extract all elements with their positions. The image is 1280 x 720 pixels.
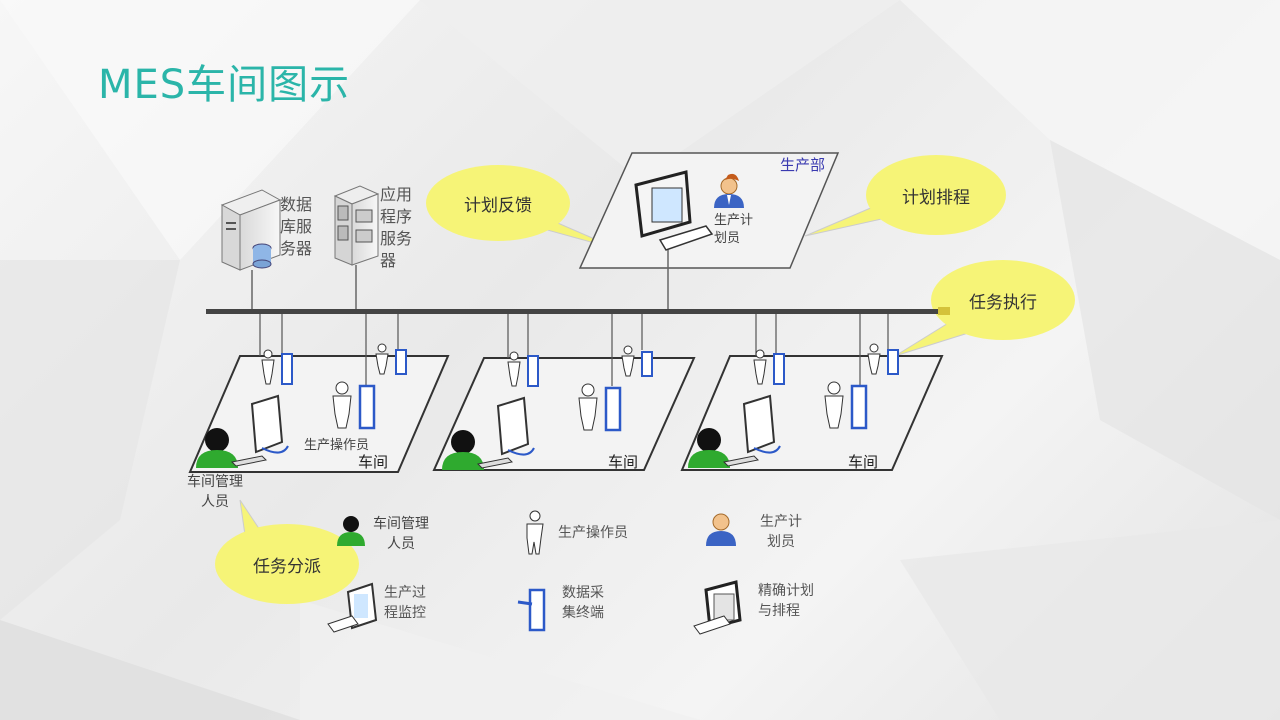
bubble-task-execute bbox=[931, 260, 1075, 340]
monitor-icon bbox=[496, 396, 535, 456]
workshop-2-label: 车间 bbox=[608, 453, 639, 471]
planner-person-icon bbox=[714, 173, 744, 208]
terminal-icon bbox=[887, 349, 899, 375]
terminal-icon bbox=[281, 353, 293, 385]
workshop-2-panel bbox=[432, 357, 696, 471]
db-server-label: 数据库服务器 bbox=[280, 195, 313, 258]
monitor-icon bbox=[742, 394, 781, 454]
network-bus-line bbox=[206, 309, 946, 314]
application-server-icon bbox=[333, 185, 380, 266]
legend-operator-label: 生产操作员 bbox=[558, 525, 628, 541]
operator-icon bbox=[621, 345, 635, 377]
crt-computer-icon bbox=[634, 170, 714, 251]
database-server-icon bbox=[220, 189, 282, 271]
manager-icon bbox=[688, 428, 760, 468]
bubble-plan-schedule bbox=[866, 155, 1006, 235]
operator-icon bbox=[824, 381, 844, 429]
terminal-icon bbox=[773, 353, 785, 385]
operator-icon bbox=[507, 351, 521, 387]
production-dept-label: 生产部 bbox=[780, 156, 826, 174]
task-execute-text: 任务执行 bbox=[969, 292, 1037, 313]
workshop-1-devices bbox=[196, 343, 407, 468]
page-title: MES车间图示 bbox=[98, 62, 351, 108]
bubble-task-dispatch bbox=[215, 524, 359, 604]
operator-label: 生产操作员 bbox=[304, 438, 370, 453]
operator-icon bbox=[375, 343, 389, 375]
legend-monitor-label: 生产过程监控 bbox=[384, 585, 426, 621]
legend-terminal-icon bbox=[517, 588, 546, 632]
legend-monitor-icon bbox=[327, 582, 378, 633]
terminal-icon bbox=[527, 355, 539, 387]
app-server-label: 应用程序服务器 bbox=[380, 185, 413, 270]
manager-icon bbox=[442, 430, 514, 470]
terminal-icon bbox=[604, 386, 622, 432]
workshop-3-devices bbox=[688, 343, 899, 468]
legend-planner-icon bbox=[706, 513, 736, 546]
legend-terminal-label: 数据采集终端 bbox=[562, 585, 604, 621]
plan-feedback-text: 计划反馈 bbox=[464, 195, 532, 216]
monitor-icon bbox=[250, 394, 289, 454]
terminal-icon bbox=[395, 349, 407, 375]
legend-manager-icon bbox=[337, 516, 365, 546]
terminal-icon bbox=[641, 351, 653, 377]
operator-icon bbox=[753, 349, 767, 385]
workshop-2-devices bbox=[442, 345, 653, 470]
manager-label: 车间管理人员 bbox=[187, 474, 243, 510]
legend-operator-icon bbox=[526, 510, 544, 555]
plan-schedule-text: 计划排程 bbox=[902, 187, 970, 208]
task-dispatch-text: 任务分派 bbox=[253, 556, 321, 577]
workshop-1-label: 车间 bbox=[358, 453, 389, 471]
terminal-icon bbox=[358, 384, 376, 430]
planner-label: 生产计划员 bbox=[714, 213, 754, 246]
operator-icon bbox=[332, 381, 352, 429]
legend-crt-icon bbox=[693, 580, 742, 635]
legend-crt-label: 精确计划与排程 bbox=[758, 583, 814, 619]
bubble-plan-feedback bbox=[426, 165, 570, 241]
operator-icon bbox=[578, 383, 598, 431]
terminal-icon bbox=[850, 384, 868, 430]
workshop-3-label: 车间 bbox=[848, 453, 879, 471]
manager-icon bbox=[196, 428, 268, 468]
operator-icon bbox=[261, 349, 275, 385]
operator-icon bbox=[867, 343, 881, 375]
legend-manager-label: 车间管理人员 bbox=[373, 516, 429, 552]
legend-planner-label: 生产计划员 bbox=[760, 514, 802, 550]
